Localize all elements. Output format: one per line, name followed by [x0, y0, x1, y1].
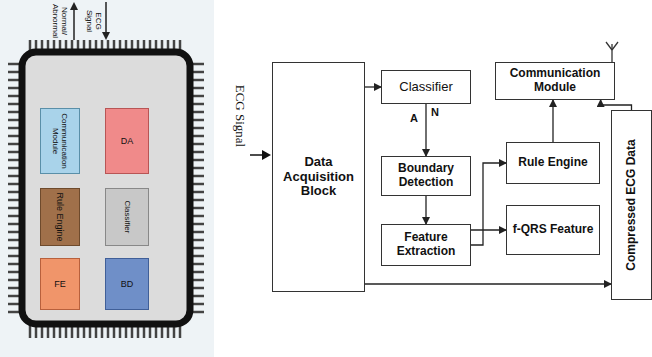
- annotation-text: A: [410, 112, 418, 124]
- process-box: f-QRS Feature: [506, 205, 600, 255]
- process-box: Feature Extraction: [381, 224, 471, 266]
- node-label: Feature Extraction: [382, 231, 470, 259]
- node-label: BD: [118, 279, 137, 289]
- flow-arrow: [365, 86, 381, 87]
- node-label: Communication Module: [51, 111, 69, 171]
- chip-module-box: Communication Module: [40, 108, 80, 174]
- node-label: Classifier: [122, 191, 131, 243]
- node-label: Classifier: [396, 80, 455, 95]
- process-box: Rule Engine: [506, 142, 600, 184]
- flow-arrow: [425, 196, 426, 224]
- data-store-box: Compressed ECG Data: [611, 110, 652, 300]
- chip-background: [0, 0, 214, 357]
- process-box: Classifier: [381, 70, 471, 104]
- annotation-text: ECG Signal: [233, 70, 248, 162]
- node-label: Rule Engine: [55, 191, 65, 243]
- node-label: Rule Engine: [515, 156, 590, 170]
- flow-arrow: [552, 100, 553, 142]
- chip-pins: [8, 40, 204, 338]
- node-label: DA: [118, 136, 137, 146]
- annotation-text: ECG Signal: [85, 2, 103, 40]
- process-box: Data Acquisition Block: [272, 62, 365, 292]
- annotation-label: ECG Signal: [232, 70, 248, 162]
- annotation-text: N: [431, 106, 439, 118]
- node-label: Communication Module: [496, 67, 614, 95]
- node-label: Compressed ECG Data: [625, 113, 639, 297]
- node-label: f-QRS Feature: [510, 223, 597, 237]
- input-arrow: [105, 2, 107, 33]
- node-label: FE: [51, 279, 69, 289]
- flow-arrow: [425, 104, 426, 156]
- flow-arrow: [601, 100, 632, 110]
- chip-module-box: DA: [105, 108, 149, 174]
- chip-module-box: FE: [40, 258, 80, 310]
- arrow-head: [262, 150, 271, 160]
- flow-arrow: [365, 283, 611, 284]
- chip-module-box: Rule Engine: [40, 188, 80, 246]
- arrow-head: [70, 2, 78, 10]
- annotation-text: Normal/ Abnormal: [51, 2, 69, 40]
- process-box: Boundary Detection: [381, 156, 471, 196]
- arrow-head: [102, 32, 110, 40]
- input-arrow: [250, 154, 263, 156]
- node-label: Data Acquisition Block: [273, 155, 364, 200]
- annotation-label: Normal/ Abnormal: [50, 2, 70, 40]
- output-arrow: [73, 8, 75, 40]
- chip-module-box: Classifier: [105, 188, 149, 246]
- chip-module-box: BD: [105, 258, 149, 310]
- annotation-label: ECG Signal: [88, 2, 100, 40]
- chip-body: [22, 52, 190, 324]
- flow-arrow: [471, 163, 506, 245]
- annotation-label: N: [431, 106, 443, 120]
- annotation-label: A: [410, 112, 422, 126]
- antenna-symbol: [606, 42, 618, 62]
- node-label: Boundary Detection: [382, 162, 470, 190]
- flow-arrow: [471, 229, 506, 230]
- process-box: Communication Module: [495, 62, 615, 100]
